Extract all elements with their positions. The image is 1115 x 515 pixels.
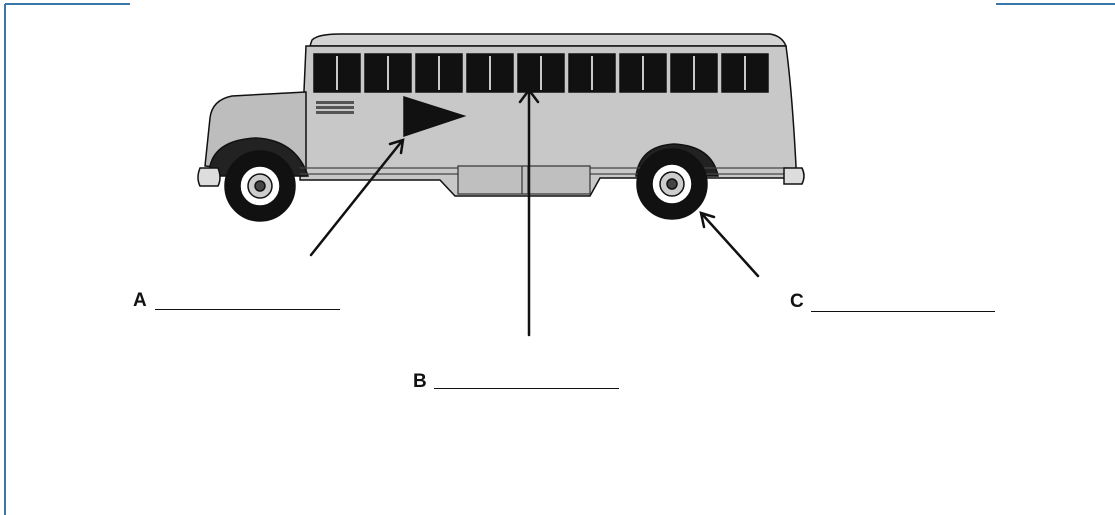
answer-blank-b[interactable] — [434, 388, 619, 389]
pointer-arrows — [309, 87, 760, 337]
label-c: C — [790, 291, 804, 312]
answer-blank-a[interactable] — [155, 309, 340, 310]
rear-wheel — [636, 148, 708, 220]
label-b: B — [413, 371, 427, 392]
school-bus-illustration — [197, 33, 805, 222]
arrow-c — [699, 211, 760, 278]
rear-bumper — [783, 167, 805, 185]
arrow-b — [518, 87, 540, 337]
front-wheel — [224, 150, 296, 222]
frame-border — [4, 3, 1115, 515]
window-dividers — [336, 56, 746, 90]
bus-roof — [308, 33, 788, 47]
front-bumper — [197, 167, 221, 187]
label-a: A — [133, 290, 147, 311]
hood-vents — [316, 101, 354, 114]
step-compartment — [457, 165, 591, 195]
triangle-emblem — [403, 95, 467, 138]
arrow-a — [309, 138, 405, 257]
answer-blank-c[interactable] — [811, 311, 995, 312]
